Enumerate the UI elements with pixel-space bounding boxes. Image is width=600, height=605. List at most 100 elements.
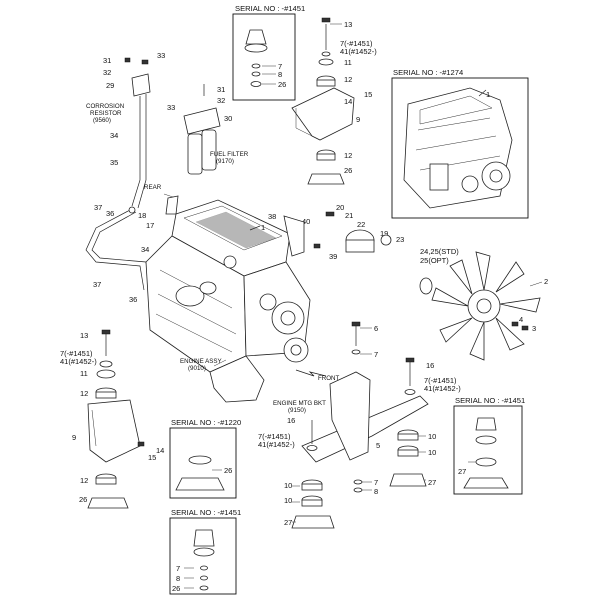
right-bolt-stack: 16 7(-#1451) 41(#1452-) (404, 357, 461, 395)
callout-label: 7 (176, 564, 180, 573)
callout-label: 26 (278, 80, 286, 89)
callout-label: 39 (329, 252, 337, 261)
part-caption: ENGINE MTG BKT (273, 400, 326, 407)
callout-label: 26 (79, 495, 87, 504)
callout-label: 20 (336, 203, 344, 212)
callout-label: 2 (544, 277, 548, 286)
callout-label: 5 (376, 441, 380, 450)
top-mount-stack: 13 7(-#1451) 41(#1452-) 11 12 9 14 15 12… (291, 17, 377, 185)
serial-number-label: SERIAL NO : -#1220 (171, 418, 241, 427)
callout-label: 15 (364, 90, 372, 99)
engine-assembly: 1 ENGINE ASSY (9010) FRONT (145, 199, 340, 403)
callout-label: 32 (103, 68, 111, 77)
accessory-brackets: 38 40 39 20 21 22 19 23 (268, 203, 404, 261)
callout-label: 16 (287, 416, 295, 425)
callout-label: 37 (93, 280, 101, 289)
callout-label: 1 (261, 223, 265, 232)
serial-number-label: SERIAL NO : -#1451 (455, 396, 525, 405)
callout-label: 9 (72, 433, 76, 442)
callout-label: 3 (532, 324, 536, 333)
serial-box-right: SERIAL NO : -#1451 27 (453, 396, 525, 495)
callout-label: 33 (167, 103, 175, 112)
part-caption: REAR (144, 184, 162, 191)
left-mount-stack: 13 7(-#1451) 41(#1452-) 11 12 9 14 15 12… (60, 329, 164, 509)
callout-label: 29 (106, 81, 114, 90)
callout-label: 13 (344, 20, 352, 29)
part-caption: (9560) (93, 117, 111, 124)
callout-label: 35 (110, 158, 118, 167)
callout-label: 7(-#1451) (60, 349, 93, 358)
callout-label: 41(#1452-) (424, 384, 461, 393)
callout-label: 12 (80, 389, 88, 398)
callout-label: 41(#1452-) (340, 47, 377, 56)
callout-label: 34 (110, 131, 118, 140)
serial-number-label: SERIAL NO : -#1451 (235, 4, 305, 13)
callout-label: 10 (284, 496, 292, 505)
serial-box-bottom: SERIAL NO : -#1451 7 8 26 (169, 508, 241, 595)
callout-label: 13 (80, 331, 88, 340)
callout-label: 31 (103, 56, 111, 65)
part-caption: (9010) (188, 365, 206, 372)
callout-label: 7 (374, 350, 378, 359)
callout-label: 10 (428, 448, 436, 457)
callout-label: 41(#1452-) (60, 357, 97, 366)
callout-label: 11 (80, 369, 88, 378)
center-bolt-stack: 6 7 (351, 321, 378, 359)
callout-label: 40 (302, 217, 310, 226)
part-caption: ENGINE ASSY (180, 358, 222, 365)
callout-label: 26 (224, 466, 232, 475)
callout-label: 19 (380, 229, 388, 238)
callout-label: 27 (284, 518, 292, 527)
callout-label: 14 (344, 97, 352, 106)
callout-label: 36 (129, 295, 137, 304)
callout-label: 26 (172, 584, 180, 593)
callout-label: 31 (217, 85, 225, 94)
callout-label: 14 (156, 446, 164, 455)
callout-label: 27 (428, 478, 436, 487)
callout-label: 11 (344, 58, 352, 67)
callout-label: 18 (138, 211, 146, 220)
part-caption: RESISTOR (90, 110, 122, 117)
callout-label: 21 (345, 211, 353, 220)
callout-label: 24,25(STD) (420, 247, 459, 256)
callout-label: 16 (426, 361, 434, 370)
part-caption: FUEL FILTER (210, 151, 249, 158)
callout-label: 12 (80, 476, 88, 485)
callout-label: 8 (176, 574, 180, 583)
callout-label: 38 (268, 212, 276, 221)
callout-label: 7(-#1451) (424, 376, 457, 385)
serial-number-label: SERIAL NO : -#1451 (171, 508, 241, 517)
serial-box-mid: SERIAL NO : -#1220 26 (169, 418, 241, 499)
cooling-fan: 24,25(STD) 25(OPT) 2 4 3 (419, 247, 548, 361)
callout-label: 1 (486, 90, 490, 99)
callout-label: 36 (106, 209, 114, 218)
callout-label: 26 (344, 166, 352, 175)
lower-mid-washers: 7 8 (353, 478, 378, 496)
callout-label: 22 (357, 220, 365, 229)
callout-label: 33 (157, 51, 165, 60)
corrosion-resistor-group: 31 32 29 33 CORROSION RESISTOR (9560) 34… (85, 51, 165, 304)
callout-label: 23 (396, 235, 404, 244)
part-caption: FRONT (318, 375, 340, 382)
lower-center-mount: 10 10 27 (284, 479, 335, 529)
callout-label: 6 (374, 324, 378, 333)
serial-box-top: SERIAL NO : -#1451 7 8 26 (232, 4, 305, 101)
callout-label: 17 (146, 221, 154, 230)
callout-label: 12 (344, 75, 352, 84)
callout-label: 30 (224, 114, 232, 123)
callout-label: 32 (217, 96, 225, 105)
callout-label: 7 (374, 478, 378, 487)
serial-number-label: SERIAL NO : -#1274 (393, 68, 463, 77)
callout-label: 37 (94, 203, 102, 212)
part-caption: CORROSION (86, 103, 124, 110)
part-caption: (9170) (216, 158, 234, 165)
serial-box-photo: SERIAL NO : -#1274 1 (391, 68, 529, 219)
callout-label: 25(OPT) (420, 256, 449, 265)
callout-label: 10 (284, 481, 292, 490)
callout-label: 7 (278, 62, 282, 71)
callout-label: 12 (344, 151, 352, 160)
callout-label: 7(-#1451) (340, 39, 373, 48)
engine-mount-bracket: ENGINE MTG BKT (9150) 5 16 7(-#1451) 41(… (258, 371, 429, 463)
